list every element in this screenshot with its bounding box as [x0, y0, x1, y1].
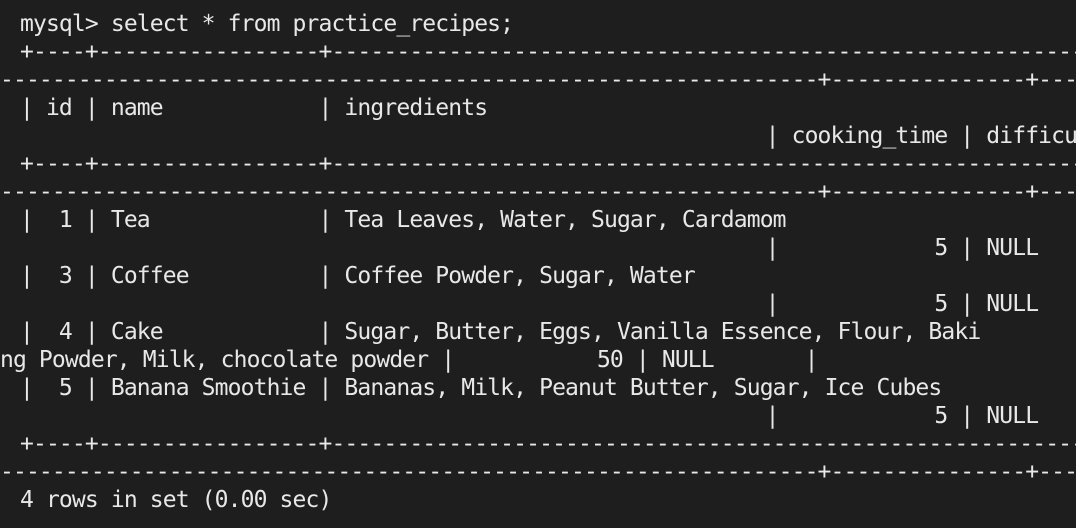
table-separator-top-b: ----------------------------------------… [0, 67, 1076, 93]
table-separator-mid-a: +----+-----------------+----------------… [20, 151, 1076, 177]
table-row-2-b: | 5 | NULL | [0, 291, 1076, 317]
table-row-2-a: | 3 | Coffee | Coffee Powder, Sugar, Wat… [20, 263, 696, 289]
result-summary: 4 rows in set (0.00 sec) [20, 487, 332, 513]
table-header-a: | id | name | ingredients [20, 95, 488, 121]
table-row-3-a: | 4 | Cake | Sugar, Butter, Eggs, Vanill… [20, 319, 981, 345]
table-separator-top-a: +----+-----------------+----------------… [20, 39, 1076, 65]
table-separator-bottom-a: +----+-----------------+----------------… [20, 431, 1076, 457]
table-row-4-a: | 5 | Banana Smoothie | Bananas, Milk, P… [20, 375, 942, 401]
table-row-1-b: | 5 | NULL | [0, 235, 1076, 261]
table-row-3-b: ng Powder, Milk, chocolate powder | 50 |… [0, 347, 818, 373]
table-row-4-b: | 5 | NULL | [0, 403, 1076, 429]
table-header-b: | cooking_time | difficulty | [0, 123, 1076, 149]
prompt-line: mysql> select * from practice_recipes; [20, 11, 514, 37]
table-separator-bottom-b: ----------------------------------------… [0, 459, 1076, 485]
table-row-1-a: | 1 | Tea | Tea Leaves, Water, Sugar, Ca… [20, 207, 787, 233]
table-separator-mid-b: ----------------------------------------… [0, 179, 1076, 205]
